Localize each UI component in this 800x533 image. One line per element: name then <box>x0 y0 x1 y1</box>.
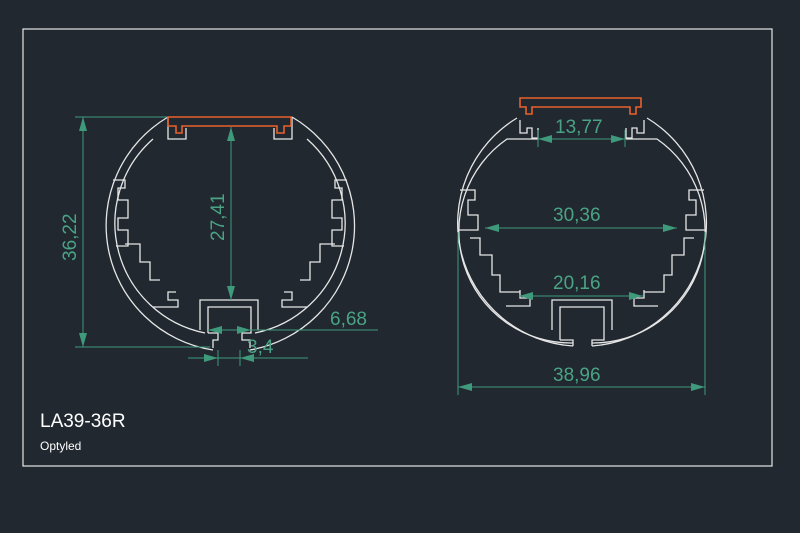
right-dimensions <box>457 130 706 395</box>
dim-outer-width: 38,96 <box>553 365 601 386</box>
dim-inner-height: 27,41 <box>208 193 229 241</box>
right-lens <box>519 97 642 115</box>
dim-top-opening: 13,77 <box>555 117 603 138</box>
drawing-frame <box>22 28 773 467</box>
left-lens <box>167 116 292 134</box>
brand-name: Optyled <box>40 439 82 453</box>
dim-height: 36,22 <box>60 213 81 261</box>
left-dimensions <box>75 116 378 366</box>
left-profile <box>105 116 356 351</box>
dim-slot-opening: 3,4 <box>247 337 274 358</box>
dim-lower-width: 20,16 <box>553 273 601 294</box>
right-profile <box>457 117 708 347</box>
product-code: LA39-36R <box>40 411 126 432</box>
dim-slot-width: 6,68 <box>330 309 367 330</box>
dim-inner-width: 30,36 <box>553 205 601 226</box>
